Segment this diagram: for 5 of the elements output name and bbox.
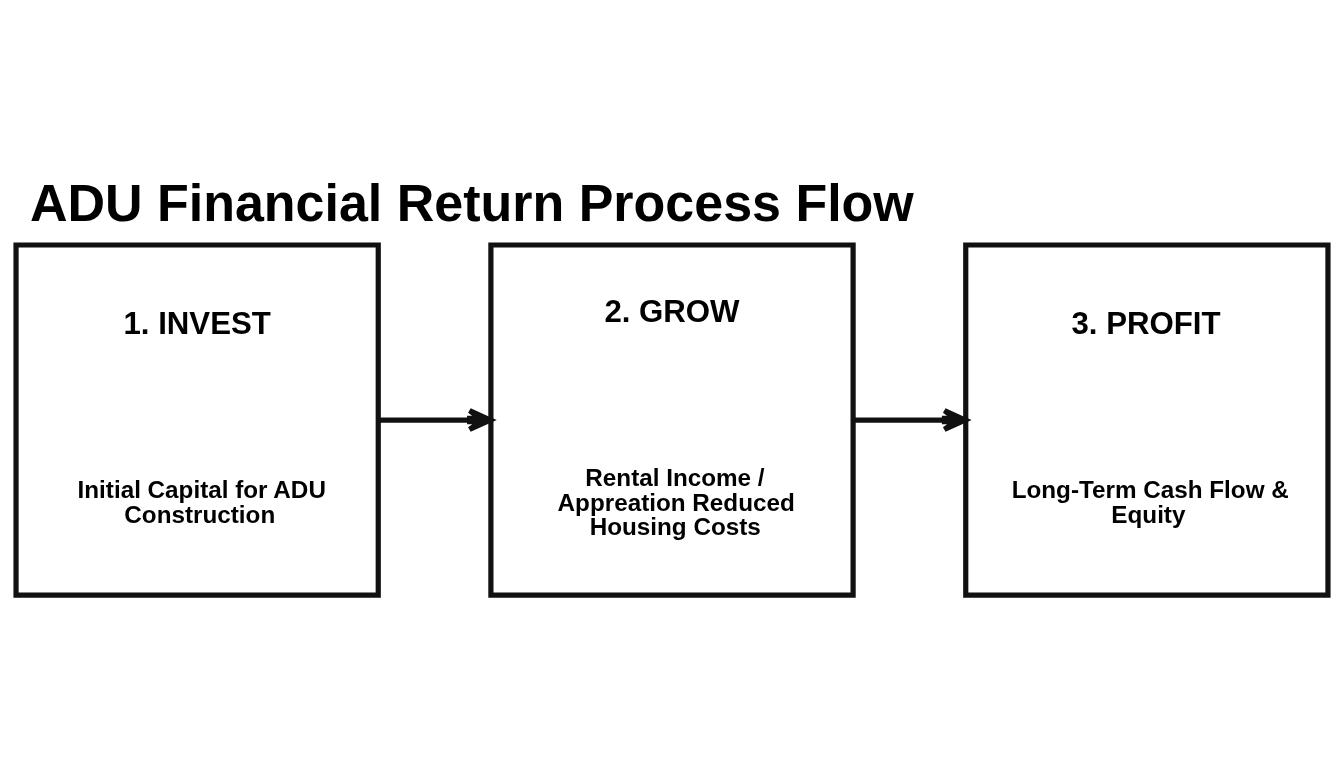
arrow [378, 407, 494, 432]
diagram-title: ADU Financial Return Process Flow [29, 173, 914, 232]
node-box: 2. GROW Rental Income / Appreation Reduced Housing Costs [488, 241, 856, 598]
node-box: 3. PROFIT Long-Term Cash Flow & Equity [963, 241, 1331, 598]
node-box: 1. INVEST Initial Capital for ADU Construction [13, 241, 381, 598]
